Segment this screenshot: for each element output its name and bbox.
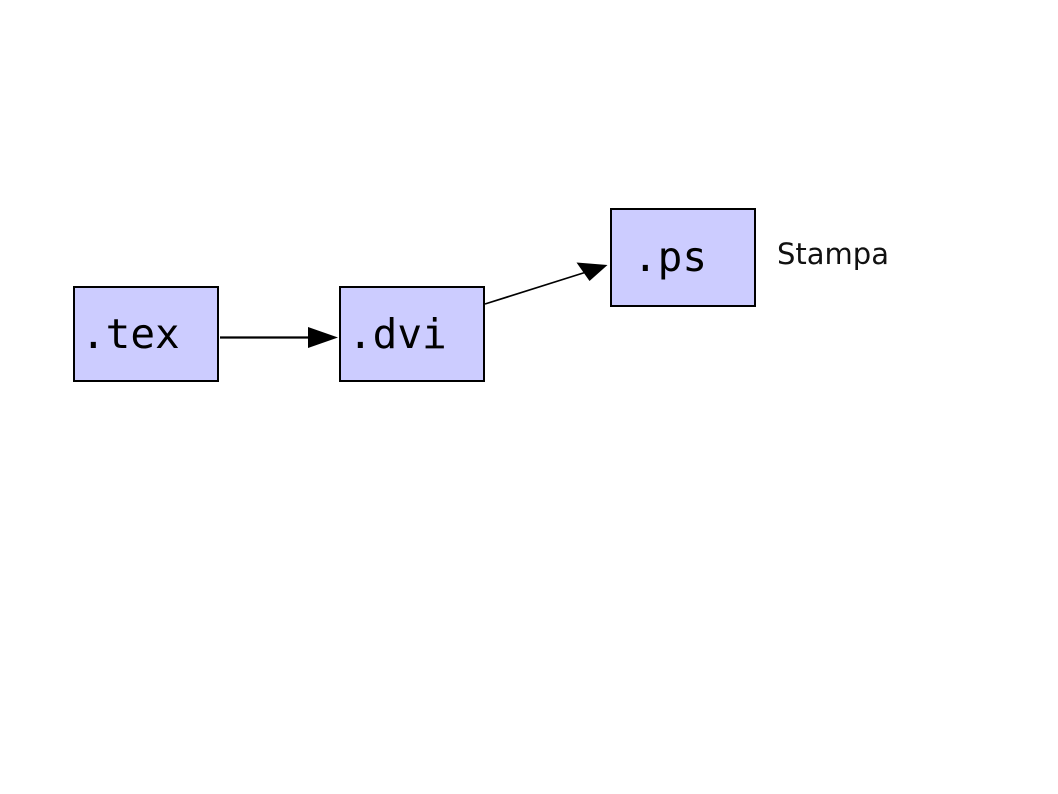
node-tex[interactable]: .tex [73,286,219,382]
edge-dvi-to-ps-shaft [484,270,589,305]
annotation-stampa: Stampa [777,237,889,271]
edge-dvi-to-ps-arrowhead [576,262,608,281]
node-ps-label: .ps [633,233,708,281]
edge-dvi-to-ps [484,262,608,305]
node-ps[interactable]: .ps [610,208,756,307]
node-tex-label: .tex [81,309,180,358]
node-dvi-label: .dvi [348,309,447,358]
edge-tex-to-dvi [220,327,338,348]
node-dvi[interactable]: .dvi [339,286,485,382]
edge-tex-to-dvi-arrowhead [308,327,338,348]
